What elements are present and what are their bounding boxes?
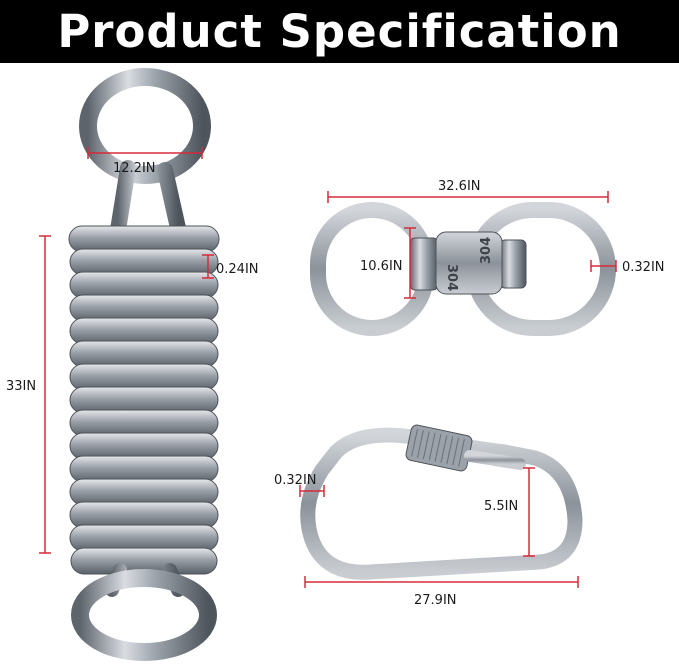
spring-length-label: 33IN: [6, 379, 36, 394]
carabiner-illustration: [300, 424, 583, 580]
spring-loop-dimension: 12.2IN: [87, 147, 203, 176]
carabiner-gate: [464, 450, 526, 470]
spring-coils: [68, 225, 220, 575]
carabiner-wire-dimension: 0.32IN: [274, 473, 325, 497]
carabiner-gate-height-label: 5.5IN: [484, 499, 518, 514]
carabiner-wire-thickness-label: 0.32IN: [274, 473, 317, 488]
carabiner-length-dimension: 27.9IN: [304, 576, 579, 608]
spring-top-loop: [79, 68, 211, 184]
swivel-left-nut: [409, 237, 439, 291]
swivel-wire-thickness-label: 0.32IN: [622, 260, 665, 275]
spring-wire-thickness-label: 0.24IN: [216, 262, 259, 277]
spring-length-dimension: 33IN: [6, 235, 51, 554]
swivel-height-dimension: 10.6IN: [360, 227, 416, 299]
swivel-stamp-right: 304: [479, 237, 494, 264]
swivel-right-nut: [499, 239, 527, 289]
swivel-inner-height-label: 10.6IN: [360, 259, 403, 274]
swivel-length-label: 32.6IN: [438, 179, 481, 194]
carabiner-length-label: 27.9IN: [414, 593, 457, 608]
spring-top-neck: [110, 160, 186, 238]
carabiner-gate-dimension: 5.5IN: [484, 467, 535, 557]
spring-illustration: [68, 68, 220, 661]
swivel-stamp-left: 304: [444, 264, 459, 291]
spring-bottom-loop: [71, 569, 217, 661]
spring-loop-diameter-label: 12.2IN: [113, 161, 156, 176]
spring-wire-dimension: 0.24IN: [202, 254, 259, 279]
page-title: Product Specification: [57, 5, 622, 58]
carabiner-knurling: [411, 429, 465, 467]
swivel-barrel: [435, 231, 503, 295]
title-banner: Product Specification: [0, 0, 679, 63]
swivel-length-dimension: 32.6IN: [327, 179, 609, 203]
swivel-wire-dimension: 0.32IN: [590, 260, 665, 275]
